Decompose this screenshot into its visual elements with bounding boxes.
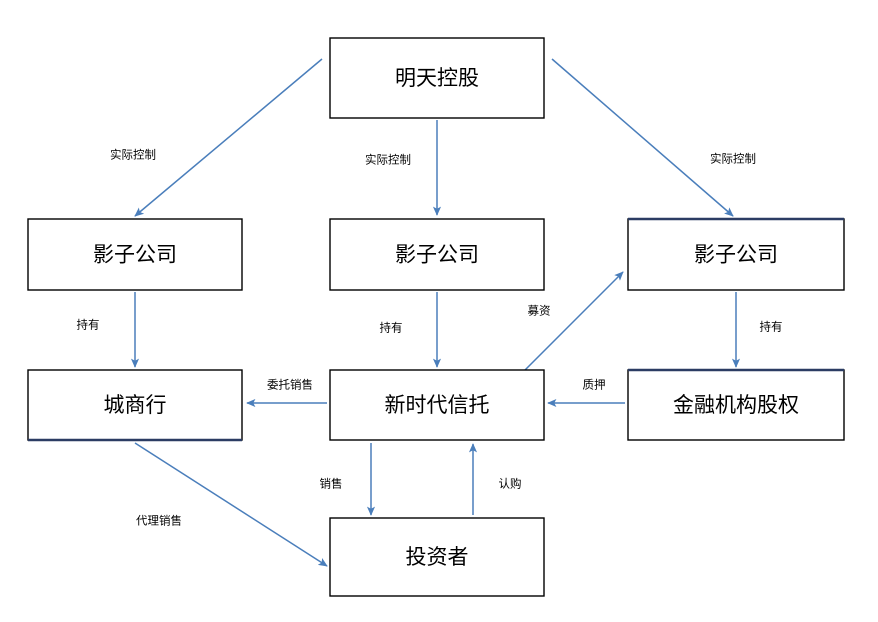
edge-e-mt-sl	[134, 58, 323, 217]
node-label: 城商行	[104, 393, 167, 417]
edge-e-tr-sr	[512, 271, 624, 383]
node-n-shadow-left[interactable]: 影子公司	[27, 218, 243, 291]
node-box	[329, 369, 545, 441]
edge-label-e-inv-tr: 认购	[499, 477, 522, 491]
edge-label-e-tr-inv: 销售	[320, 477, 343, 491]
edge-e-cb-inv	[134, 442, 328, 567]
edge-e-mt-sr	[551, 58, 734, 217]
edge-label-e-mt-sm: 实际控制	[365, 153, 411, 167]
node-label: 影子公司	[93, 243, 177, 267]
node-n-trust[interactable]: 新时代信托	[329, 369, 545, 441]
edge-label-e-tr-sr: 募资	[528, 304, 551, 318]
node-n-investor[interactable]: 投资者	[329, 517, 545, 597]
node-n-shadow-mid[interactable]: 影子公司	[329, 218, 545, 291]
node-box	[329, 37, 545, 119]
node-label: 新时代信托	[385, 393, 490, 417]
node-n-citybank[interactable]: 城商行	[27, 369, 243, 442]
node-label: 明天控股	[395, 66, 479, 90]
node-label: 影子公司	[395, 243, 479, 267]
edge-label-e-sr-fe: 持有	[760, 320, 783, 334]
node-box	[627, 218, 845, 291]
node-label: 投资者	[406, 545, 469, 569]
node-label: 影子公司	[694, 243, 778, 267]
edge-label-e-tr-cb: 委托销售	[267, 378, 313, 392]
edge-label-e-cb-inv: 代理销售	[136, 514, 182, 528]
node-box	[27, 369, 243, 441]
edge-label-e-mt-sl: 实际控制	[110, 148, 156, 162]
node-n-mingtian[interactable]: 明天控股	[329, 37, 545, 119]
edge-label-e-mt-sr: 实际控制	[710, 152, 756, 166]
edge-label-e-sl-cb: 持有	[77, 318, 100, 332]
edges-layer	[130, 58, 741, 567]
node-box	[329, 218, 545, 291]
node-box	[329, 517, 545, 597]
node-box	[27, 218, 243, 291]
node-label: 金融机构股权	[673, 393, 799, 417]
node-n-fin-equity[interactable]: 金融机构股权	[627, 368, 845, 441]
edge-label-e-fe-tr: 质押	[583, 378, 606, 392]
node-n-shadow-right[interactable]: 影子公司	[627, 217, 845, 291]
edge-label-e-sm-tr: 持有	[380, 321, 403, 335]
